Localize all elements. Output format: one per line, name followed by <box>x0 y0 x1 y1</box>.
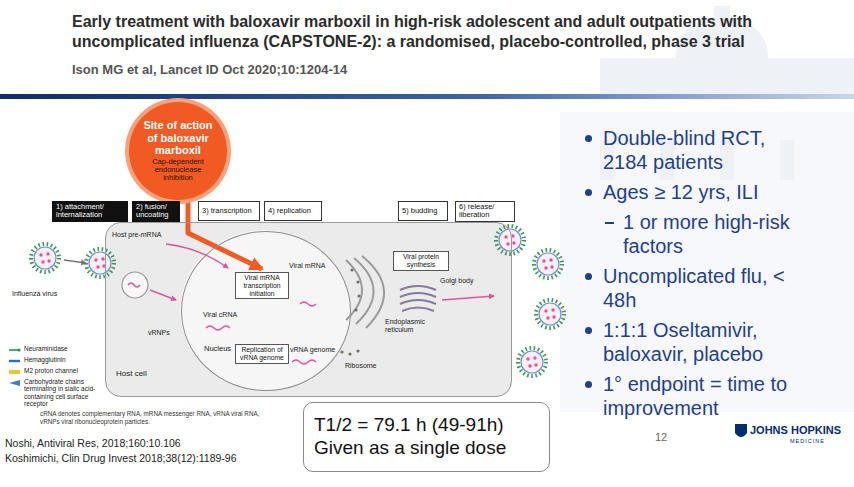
bullet-text: 1:1:1 Oseltamivir, baloxavir, placebo <box>603 318 813 366</box>
rna-strand <box>300 302 316 306</box>
step-box: 4) replication <box>264 201 322 221</box>
logo-text: JOHNS HOPKINS <box>750 424 841 437</box>
bullet-dot <box>585 189 592 196</box>
endoplasmic-reticulum <box>346 256 384 328</box>
step-box: 2) fusion/ uncoating <box>132 201 180 222</box>
rna-strand <box>292 360 316 364</box>
legend-symbol <box>8 346 21 354</box>
part-label: Viral cRNA <box>203 311 237 319</box>
node-text: 5) budding <box>402 207 444 215</box>
node-text: Nucleus <box>204 344 231 353</box>
golgi-body <box>400 286 436 311</box>
sub-bullet-dash <box>605 222 614 224</box>
rna-strand <box>128 283 140 287</box>
bullet-dot <box>585 327 592 334</box>
part-label: vRNPs <box>148 329 170 337</box>
step-box: 3) transcription <box>198 201 260 221</box>
node-text: 3) transcription <box>202 207 256 215</box>
bullet-item: Double-blind RCT, 2184 patients <box>583 126 823 174</box>
bullet-item: 1:1:1 Oseltamivir, baloxavir, placebo <box>583 318 823 366</box>
transport-arrow <box>442 296 494 300</box>
node-text: 2) fusion/ uncoating <box>136 203 176 220</box>
legend-text: M2 proton channel <box>24 367 96 374</box>
bullet-text: 1 or more high-risk factors <box>623 210 808 258</box>
node-text: Host cell <box>116 369 147 378</box>
info-box: T1/2 = 79.1 h (49-91h)Given as a single … <box>303 402 550 472</box>
node-text: 6) release/ liberation <box>459 203 511 220</box>
legend-text: Neuraminidase <box>24 345 96 352</box>
bullet-text: Uncomplicated flu, < 48h <box>603 264 813 312</box>
logo-shield <box>735 424 747 437</box>
node-text: Replication of vRNA genome <box>238 346 286 362</box>
citation: Ison MG et al, Lancet ID Oct 2020;10:120… <box>72 62 347 78</box>
slide-title: Early treatment with baloxavir marboxil … <box>72 12 842 52</box>
import-arrow <box>150 290 176 300</box>
footnote: cRNA denotes complementary RNA, mRNA mes… <box>40 410 265 426</box>
cell-fill <box>105 222 512 397</box>
step-box: 1) attachment/ internalization <box>52 201 128 222</box>
legend-text: Hemagglutinin <box>24 356 96 363</box>
node-text: Viral protein synthesis <box>396 253 446 269</box>
node-text: T1/2 = 79.1 h (49-91h) <box>314 414 539 437</box>
step-box: 6) release/ liberation <box>455 201 515 222</box>
legend-symbol <box>8 368 21 376</box>
legend-item: Hemagglutinin <box>8 356 106 365</box>
bullet-list: Double-blind RCT, 2184 patientsAges ≥ 12… <box>583 126 823 426</box>
legend-symbol <box>8 379 21 387</box>
nucleus: Nucleus Viral mRNA transcription initiati… <box>181 231 351 391</box>
node-text: Viral mRNA transcription initiation <box>238 274 286 297</box>
legend-item: M2 proton channel <box>8 367 106 376</box>
bullet-dot <box>585 135 592 142</box>
legend-symbol <box>8 357 21 365</box>
process-box: Viral protein synthesis <box>393 251 449 271</box>
node-text: 4) replication <box>268 207 318 215</box>
node-text: Cap-dependent endonuclease inhibition <box>139 158 217 183</box>
logo-subtext: MEDICINE <box>790 438 825 445</box>
endosome <box>122 272 148 298</box>
bullet-dot <box>585 273 592 280</box>
part-label: Influenza virus <box>12 290 57 298</box>
bullet-item: 1 or more high-risk factors <box>583 210 823 258</box>
legend: NeuraminidaseHemagglutinin M2 proton chan… <box>8 345 106 410</box>
bullet-item: Uncomplicated flu, < 48h <box>583 264 823 312</box>
reference: Koshimichi, Clin Drug Invest 2018;38(12)… <box>5 452 237 465</box>
bullet-text: Double-blind RCT, 2184 patients <box>603 126 813 174</box>
background-building <box>560 6 854 412</box>
page-number: 12 <box>655 431 667 444</box>
entry-arrow <box>64 260 86 263</box>
rna-strand <box>206 326 230 330</box>
part-label: Endoplasmic reticulum <box>385 318 431 334</box>
process-box: Viral mRNA transcription initiation <box>235 272 289 299</box>
step-box: 5) budding <box>398 201 448 221</box>
bullet-item: 1° endpoint = time to improvement <box>583 372 823 420</box>
process-box: Replication of vRNA genome <box>235 344 289 364</box>
legend-item: Neuraminidase <box>8 345 106 354</box>
legend-text: Carbohydrate chains terminating in siali… <box>24 378 96 408</box>
legend-item: Carbohydrate chains terminating in siali… <box>8 378 106 408</box>
nucleus-fill <box>180 230 350 390</box>
bullet-dot <box>585 381 592 388</box>
part-label: Ribosome <box>345 362 377 370</box>
part-label: Viral mRNA <box>289 262 325 270</box>
bullet-text: Ages ≥ 12 yrs, ILI <box>603 180 813 204</box>
node-text: 1) attachment/ internalization <box>56 203 124 220</box>
target-circle: Site of action of baloxavir marboxilCap-… <box>129 102 227 200</box>
node-text: Site of action of baloxavir marboxil <box>139 119 217 155</box>
part-label: Host pre-mRNA <box>112 231 161 239</box>
node-text: Given as a single dose <box>314 437 539 460</box>
bullet-item: Ages ≥ 12 yrs, ILI <box>583 180 823 204</box>
part-label: Golgi body <box>440 277 473 285</box>
header-bar <box>0 94 854 99</box>
reference: Noshi, Antiviral Res, 2018;160:10.106 <box>5 437 181 450</box>
virus-particles <box>31 226 564 376</box>
bullet-text: 1° endpoint = time to improvement <box>603 372 813 420</box>
host-cell: Host cell Nucleus Viral mRNA transcription… <box>105 222 512 397</box>
part-label: vRNA genome <box>290 346 335 354</box>
inhibition-arrow <box>188 199 262 269</box>
